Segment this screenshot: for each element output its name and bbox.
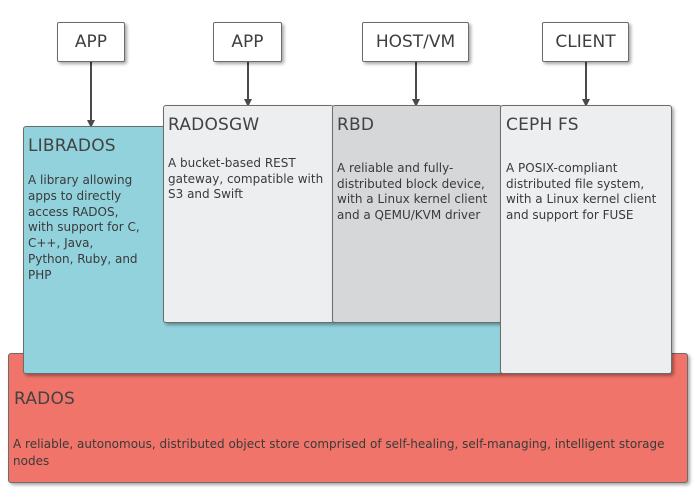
cephfs-title: CEPH FS [506,115,579,135]
rados-title: RADOS [14,389,76,409]
rbd-component: RBD A reliable and fully-distributed blo… [332,105,502,323]
rados-layer: RADOS A reliable, autonomous, distribute… [8,353,688,483]
client-label: HOST/VM [375,32,456,52]
cephfs-description: A POSIX-compliant distributed file syste… [506,161,657,222]
client-box-client: CLIENT [542,22,629,62]
client-label: APP [74,32,108,52]
radosgw-description: A bucket-based REST gateway, compatible … [168,156,324,201]
cephfs-component: CEPH FS A POSIX-compliant distributed fi… [500,105,672,374]
client-box-app-1: APP [57,22,125,62]
rbd-title: RBD [337,115,375,135]
radosgw-component: RADOSGW A bucket-based REST gateway, com… [163,105,334,323]
librados-title: LIBRADOS [28,136,116,156]
librados-description: A library allowing apps to directly acce… [28,173,140,282]
client-label: CLIENT [555,32,616,52]
rados-description: A reliable, autonomous, distributed obje… [13,437,665,468]
client-box-host-vm: HOST/VM [362,22,469,62]
radosgw-title: RADOSGW [168,115,260,135]
rbd-description: A reliable and fully-distributed block d… [337,161,488,222]
client-box-app-2: APP [213,22,282,62]
client-label: APP [231,32,264,52]
